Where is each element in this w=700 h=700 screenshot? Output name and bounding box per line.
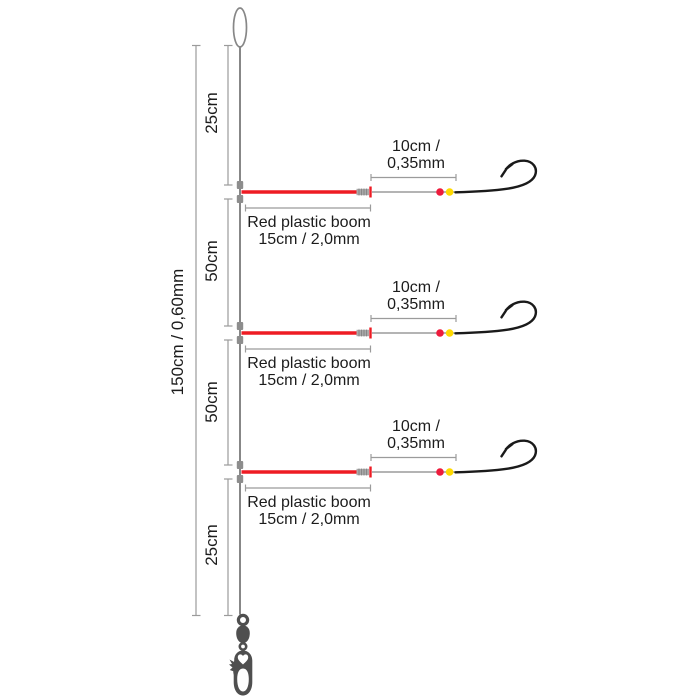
swivel-snap-icon	[229, 613, 253, 696]
segment-label-4: 25cm	[202, 524, 221, 566]
total-length-label: 150cm / 0,60mm	[168, 268, 187, 396]
leader-spec-line1: 10cm /	[391, 279, 440, 296]
dimension-line-total	[192, 44, 201, 617]
dimension-line-segments	[224, 44, 233, 617]
leader-spec-line2: 0,35mm	[387, 435, 445, 452]
boom-spec-line1: Red plastic boom	[247, 355, 371, 372]
leader-spec-line2: 0,35mm	[387, 296, 445, 313]
boom-spec-line2: 15cm / 2,0mm	[258, 511, 360, 528]
boom-spec-label: Red plastic boom 15cm / 2,0mm	[229, 214, 389, 248]
leader-spec-line1: 10cm /	[391, 138, 440, 155]
boom-spec-label: Red plastic boom 15cm / 2,0mm	[229, 355, 389, 389]
leader-spec-label: 10cm / 0,35mm	[356, 279, 476, 313]
segment-label-1: 25cm	[202, 92, 221, 134]
leader-spec-line2: 0,35mm	[387, 155, 445, 172]
segment-label-3: 50cm	[202, 381, 221, 423]
boom-spec-label: Red plastic boom 15cm / 2,0mm	[229, 494, 389, 528]
boom-spec-line2: 15cm / 2,0mm	[258, 372, 360, 389]
boom-spec-line1: Red plastic boom	[247, 494, 371, 511]
leader-spec-label: 10cm / 0,35mm	[356, 418, 476, 452]
segment-label-2: 50cm	[202, 240, 221, 282]
top-loop-icon	[232, 7, 248, 48]
leader-spec-line1: 10cm /	[391, 418, 440, 435]
leader-spec-label: 10cm / 0,35mm	[356, 138, 476, 172]
boom-spec-line1: Red plastic boom	[247, 214, 371, 231]
boom-spec-line2: 15cm / 2,0mm	[258, 231, 360, 248]
